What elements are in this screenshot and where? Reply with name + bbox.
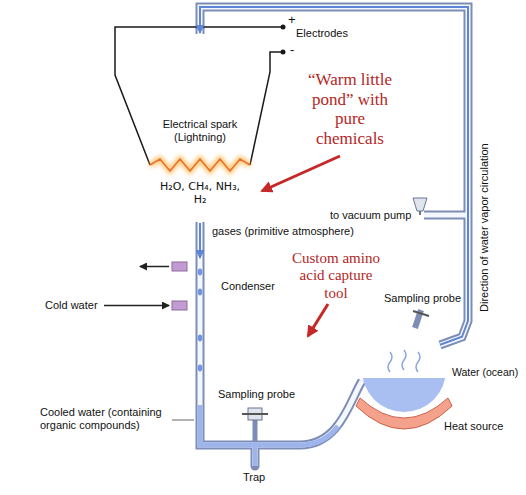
ocean-flask-outline (360, 326, 448, 414)
text-slot: Cold water (45, 299, 98, 312)
terminal-sign: + (288, 12, 296, 28)
terminal-sign: - (290, 42, 294, 58)
water-in-arrow (104, 305, 169, 307)
stopcock-stem (419, 211, 421, 215)
probe-handle (413, 311, 429, 316)
spark (150, 159, 250, 171)
glass-tube (200, 7, 468, 466)
condenser-outlet (172, 262, 187, 271)
water-out-arrow (140, 266, 169, 268)
text-slot: Direction of water vapor circulation (478, 143, 491, 312)
condenser-jacket: Condenser (186, 258, 214, 316)
ocean-flask: Water (ocean) (360, 326, 448, 414)
steam-line (402, 350, 406, 370)
part-name: to vacuum pump (330, 209, 411, 222)
vacuum-branch-bore (424, 213, 468, 218)
trap-water (253, 445, 257, 466)
part-name: Cold water (45, 299, 98, 312)
flow-direction: Direction of water vapor circulation (478, 143, 491, 312)
text-slot: Sampling probe (384, 292, 461, 305)
vapor-tube (200, 7, 468, 345)
text-slot: “Warm little pond” with pure chemicals (300, 70, 400, 148)
tube-bore (200, 7, 468, 466)
annotation-text: Custom amino acid capture tool (290, 250, 382, 302)
text-slot: Cooled water (containing organic compoun… (40, 406, 178, 432)
part-name: Cooled water (containing organic compoun… (40, 406, 178, 432)
electrode-wires (115, 27, 283, 165)
annotation-arrow (262, 156, 340, 191)
drop (198, 269, 202, 276)
spark-glow (150, 159, 250, 171)
text-slot: Electrical spark (Lightning) (145, 118, 255, 144)
condenser-inlet (172, 301, 187, 310)
annotation-arrow (308, 304, 328, 336)
glass-outline (361, 327, 447, 413)
trap-stub (251, 445, 260, 466)
steam-line (388, 352, 392, 372)
part-name: Water (ocean) (452, 366, 518, 379)
flow-arrow (199, 223, 201, 258)
electrode-wire (115, 27, 283, 165)
terminal (281, 25, 286, 30)
text-slot: - (290, 42, 294, 58)
text-slot: H₂O, CH₄, NH₃, H₂ (155, 180, 245, 206)
text-slot: Custom amino acid capture tool (290, 250, 382, 302)
vapor-tube-bore (200, 7, 468, 345)
part-name: Electrodes (296, 27, 348, 40)
probe-handle (242, 413, 268, 415)
drop (198, 289, 202, 296)
text-slot: Sampling probe (218, 388, 295, 401)
part-name: Condenser (221, 280, 275, 293)
leader-line (172, 420, 194, 421)
vacuum-branch (424, 211, 468, 220)
annotation-text: “Warm little pond” with pure chemicals (300, 70, 400, 148)
drop (198, 335, 202, 342)
text-slot: + (288, 12, 296, 28)
jacket-outline (187, 259, 213, 315)
condenser-jacket-outline (186, 258, 214, 316)
part-name: Sampling probe (384, 292, 461, 305)
text-slot: gases (primitive atmosphere) (212, 225, 354, 238)
glass-outline (106, 34, 294, 222)
trap-bore (253, 445, 258, 466)
reaction-sphere: Electrical spark (Lightning) H₂O, CH₄, NH… (105, 33, 295, 223)
flow-arrow (200, 7, 468, 345)
steam (388, 350, 420, 372)
heat-source (356, 398, 452, 429)
text-slot: Heat source (444, 420, 503, 433)
atmosphere-label: gases (primitive atmosphere) (212, 225, 354, 238)
cooled-water (200, 405, 338, 445)
terminal (281, 50, 286, 55)
text-slot: Condenser (221, 280, 275, 293)
text-slot: to vacuum pump (330, 209, 411, 222)
steam-line (416, 352, 420, 372)
part-name: Sampling probe (218, 388, 295, 401)
gas-formula: H₂O, CH₄, NH₃, H₂ (155, 180, 245, 206)
part-name: Trap (243, 471, 265, 484)
stopcock (413, 198, 427, 211)
drop (198, 365, 202, 372)
spark-label: Electrical spark (Lightning) (145, 118, 255, 144)
part-name: Heat source (444, 420, 503, 433)
text-slot: Water (ocean) (452, 366, 518, 379)
drops (198, 269, 202, 372)
text-slot: Electrodes (296, 27, 348, 40)
electrode-wire (250, 52, 283, 165)
text-slot: Trap (243, 471, 265, 484)
highlight-region: Custom amino acid capture toolCondenser (0, 235, 370, 493)
